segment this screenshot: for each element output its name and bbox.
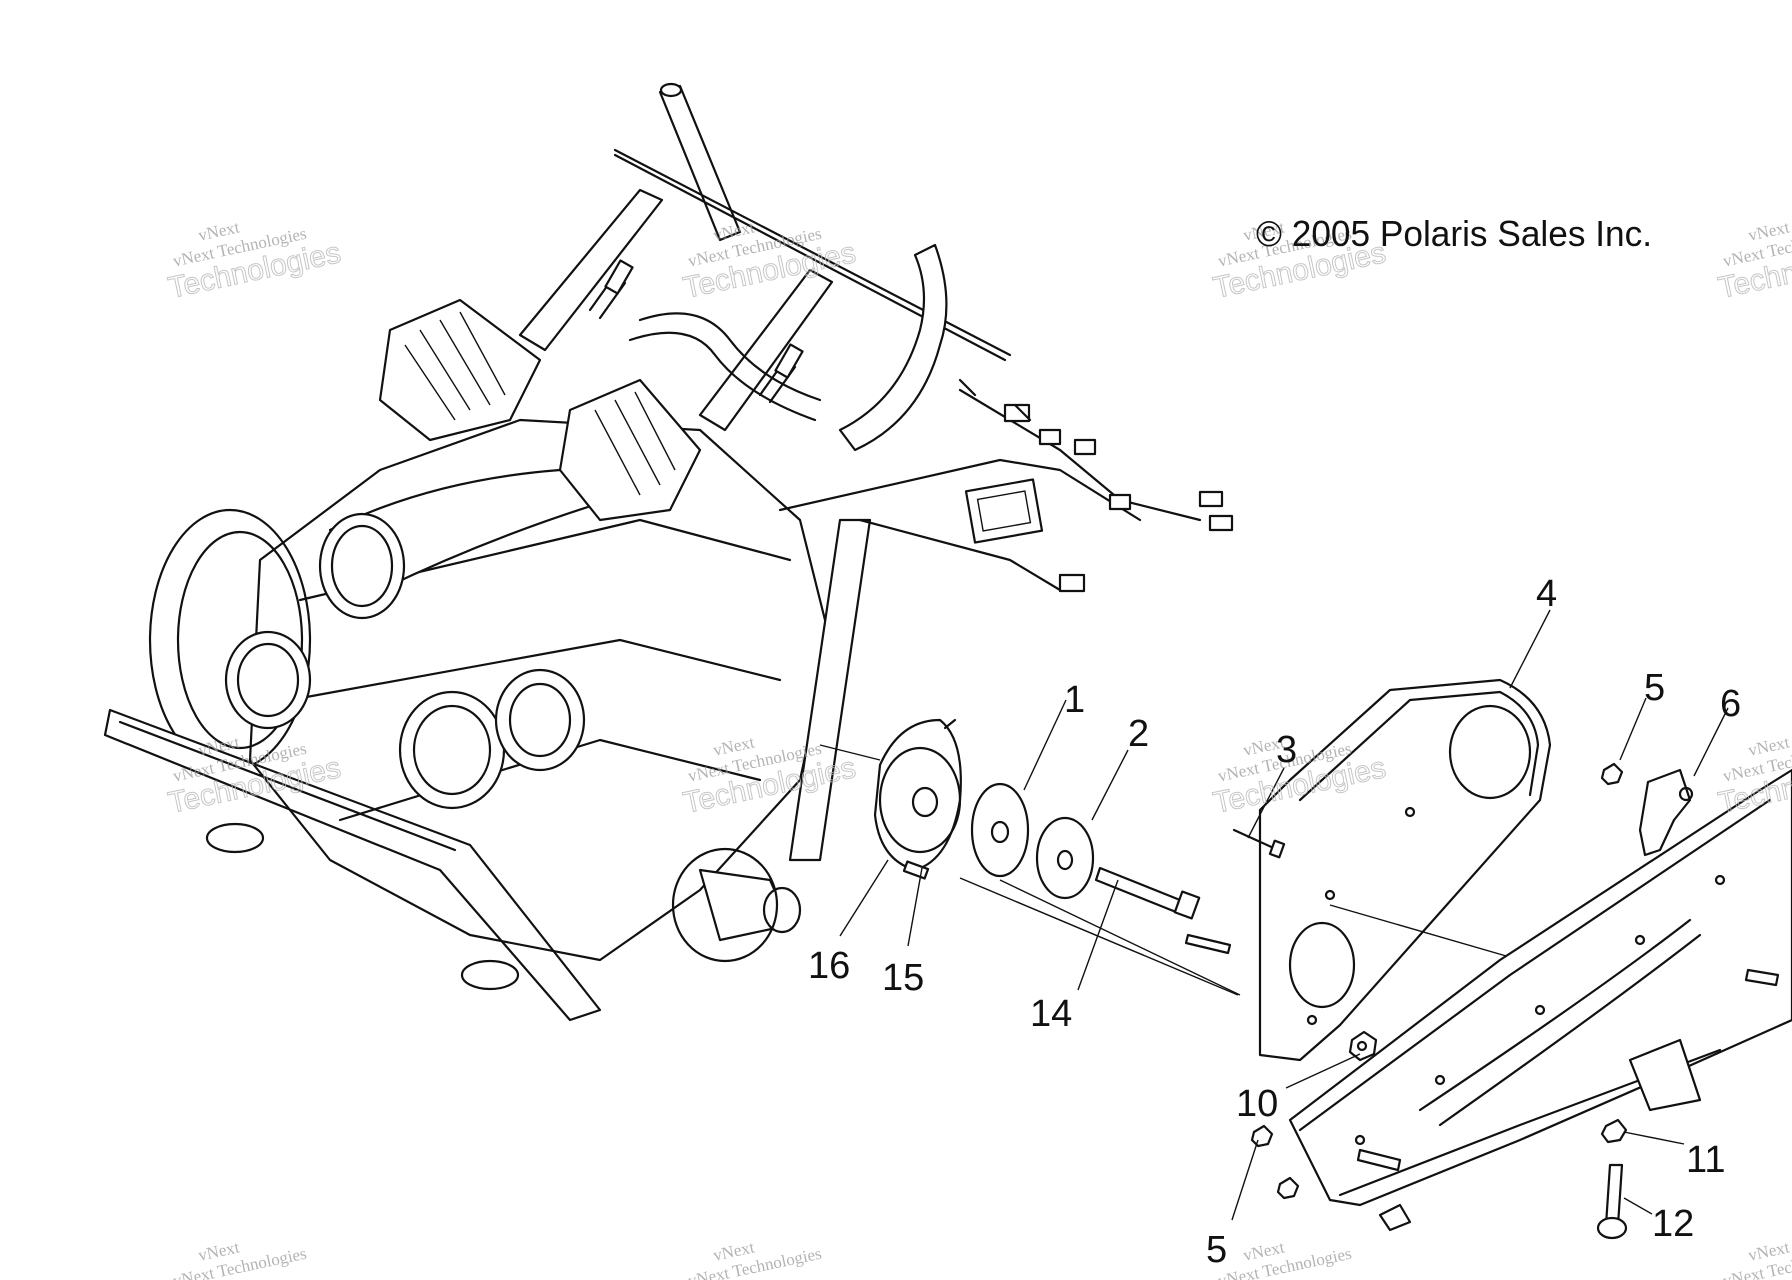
bracket-bolts	[1356, 968, 1780, 1232]
callout-12: 12	[1652, 1203, 1694, 1245]
copyright-notice: © 2005 Polaris Sales Inc.	[1256, 213, 1652, 254]
engine-mount-parts	[819, 718, 1241, 996]
callout-14: 14	[1030, 993, 1072, 1035]
callout-11: 11	[1686, 1139, 1725, 1181]
callout-5-bottom: 5	[1206, 1229, 1227, 1271]
part-1-washer	[970, 782, 1030, 878]
part-15-stud	[902, 860, 930, 880]
callout-labels: 1 2 3 4 5 6 10 11 12 14 15 16 5	[808, 573, 1741, 1271]
leader-lines	[839, 609, 1729, 1221]
svg-text:vNext Technologies: vNext Technologies	[171, 1244, 308, 1280]
callout-1: 1	[1064, 679, 1085, 721]
part-4-plate	[1258, 678, 1552, 1062]
callout-6: 6	[1720, 683, 1741, 725]
callout-10: 10	[1236, 1083, 1278, 1125]
mount-bracket	[1288, 768, 1792, 1207]
engine-assembly	[103, 82, 1012, 1022]
callout-15: 15	[882, 957, 924, 999]
callout-2: 2	[1128, 713, 1149, 755]
part-10-nut	[1348, 1030, 1378, 1062]
part-3-bolt	[1232, 828, 1286, 859]
callout-4: 4	[1536, 573, 1557, 615]
callout-5-top: 5	[1644, 667, 1665, 709]
part-6-clip	[1638, 768, 1694, 857]
part-5-nut	[1250, 762, 1624, 1200]
svg-text:vNext Technologies: vNext Technologies	[1216, 1244, 1353, 1280]
part-2-washer	[1035, 816, 1095, 900]
part-12-bolt	[1596, 1163, 1628, 1240]
callout-3: 3	[1276, 729, 1297, 771]
callout-16: 16	[808, 945, 850, 987]
wiring-harness	[778, 378, 1234, 593]
part-11-spacer	[1600, 1118, 1628, 1144]
svg-text:vNext Technologies: vNext Technologies	[686, 1244, 823, 1280]
part-16-mount	[873, 718, 962, 872]
